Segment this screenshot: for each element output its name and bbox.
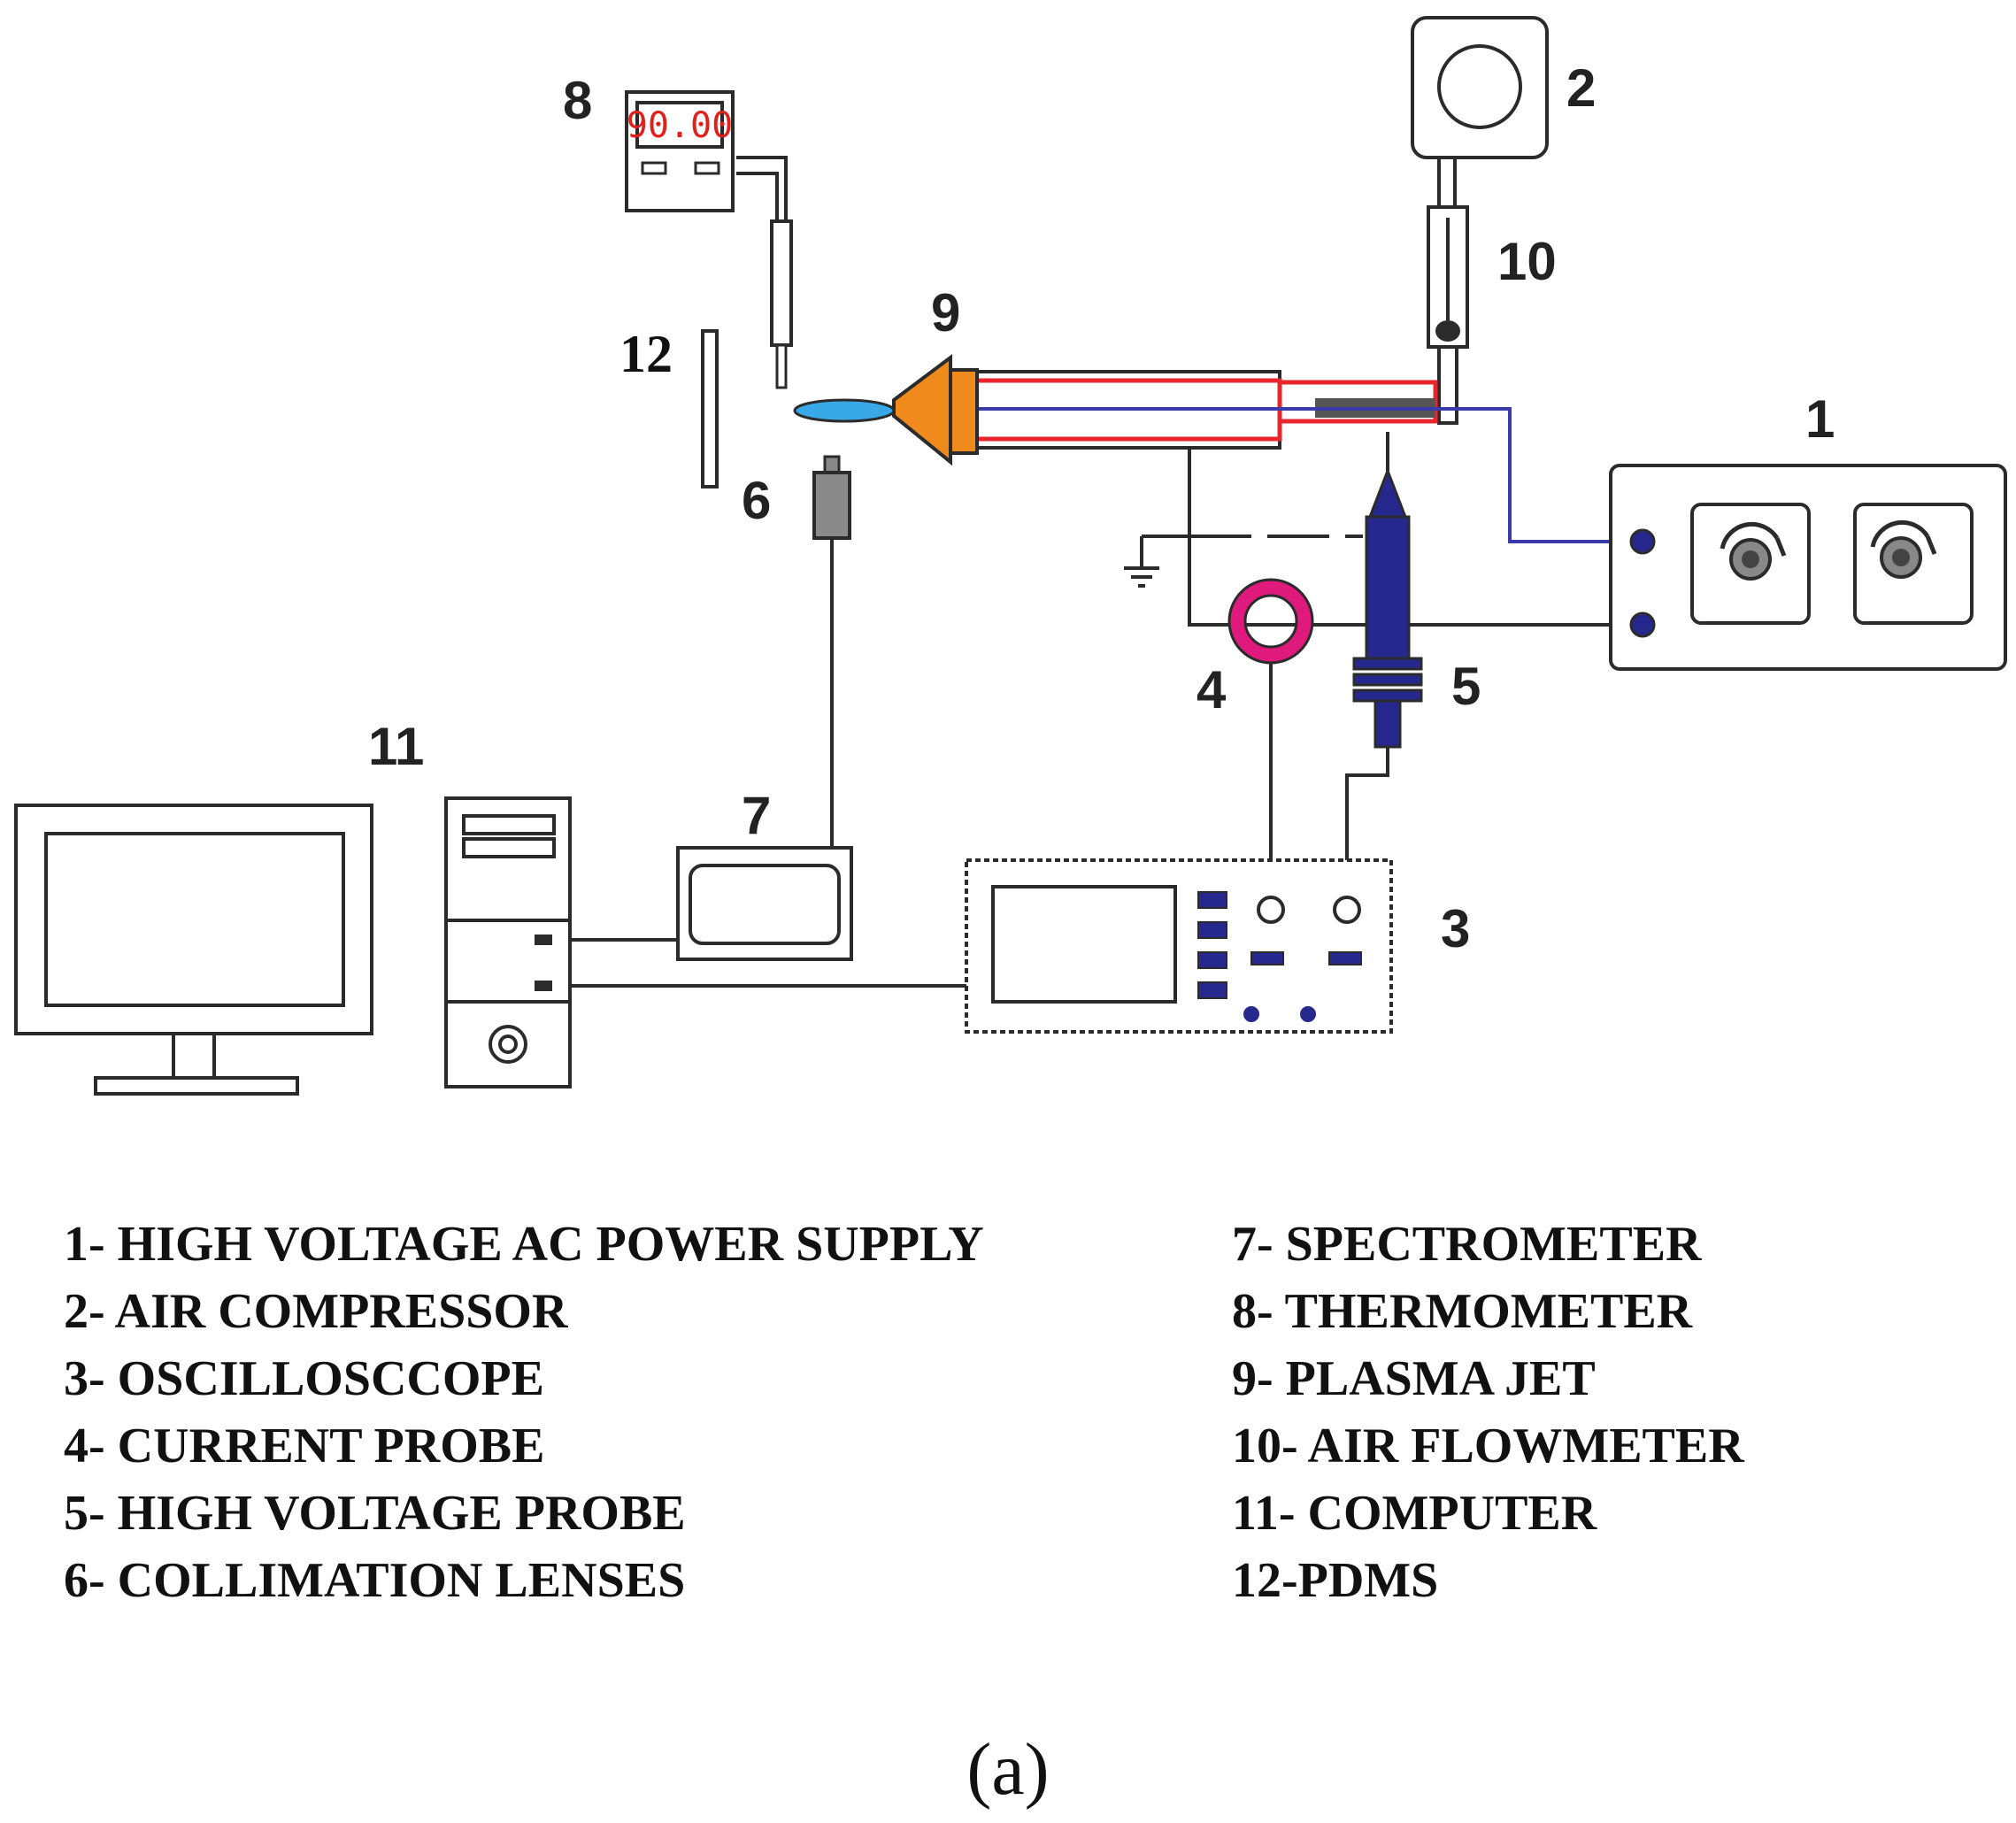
label-11: 11 bbox=[368, 717, 424, 776]
power-supply bbox=[1609, 464, 2007, 671]
computer bbox=[14, 796, 572, 1096]
label-2: 2 bbox=[1566, 58, 1596, 118]
legend-item: 9- PLASMA JET bbox=[1232, 1351, 1596, 1406]
legend-item: 11- COMPUTER bbox=[1232, 1486, 1597, 1541]
label-9: 9 bbox=[931, 283, 960, 342]
air-compressor bbox=[1411, 16, 1549, 209]
label-3: 3 bbox=[1441, 899, 1470, 958]
legend-right: 7- SPECTROMETER 8- THERMOMETER 9- PLASMA… bbox=[1232, 1211, 1744, 1614]
label-10: 10 bbox=[1497, 232, 1557, 291]
air-flowmeter bbox=[1427, 205, 1469, 425]
hv-wire bbox=[1434, 407, 1637, 543]
label-8: 8 bbox=[563, 71, 592, 130]
setup-diagram: 90.00 bbox=[14, 16, 2007, 1096]
oscilloscope bbox=[965, 858, 1393, 1034]
spectrometer bbox=[676, 846, 853, 961]
label-12: 12 bbox=[619, 325, 673, 383]
collimation-lens bbox=[812, 455, 851, 540]
legend-left: 1- HIGH VOLTAGE AC POWER SUPPLY 2- AIR C… bbox=[64, 1211, 984, 1614]
hv-probe bbox=[1352, 466, 1423, 749]
legend-item: 6- COLLIMATION LENSES bbox=[64, 1553, 686, 1608]
legend-item: 5- HIGH VOLTAGE PROBE bbox=[64, 1486, 686, 1541]
legend-item: 2- AIR COMPRESSOR bbox=[64, 1284, 568, 1339]
wiring bbox=[549, 156, 1653, 988]
thermometer: 90.00 bbox=[625, 90, 793, 389]
thermometer-readout: 90.00 bbox=[627, 105, 733, 146]
legend-item: 3- OSCILLOSCCOPE bbox=[64, 1351, 544, 1406]
label-1: 1 bbox=[1805, 389, 1835, 449]
label-4: 4 bbox=[1197, 660, 1227, 719]
legend-item: 7- SPECTROMETER bbox=[1232, 1217, 1702, 1272]
legend-item: 12-PDMS bbox=[1232, 1553, 1439, 1608]
plasma-jet bbox=[793, 354, 1508, 466]
pdms-sample bbox=[701, 329, 719, 488]
legend-item: 1- HIGH VOLTAGE AC POWER SUPPLY bbox=[64, 1217, 984, 1272]
legend-item: 8- THERMOMETER bbox=[1232, 1284, 1693, 1339]
current-probe bbox=[1230, 581, 1312, 662]
label-5: 5 bbox=[1451, 657, 1481, 716]
legend-item: 4- CURRENT PROBE bbox=[64, 1419, 545, 1473]
label-7: 7 bbox=[742, 786, 771, 845]
label-6: 6 bbox=[742, 471, 771, 530]
legend-item: 10- AIR FLOWMETER bbox=[1232, 1419, 1744, 1473]
figure-caption: (a) bbox=[966, 1728, 1050, 1811]
